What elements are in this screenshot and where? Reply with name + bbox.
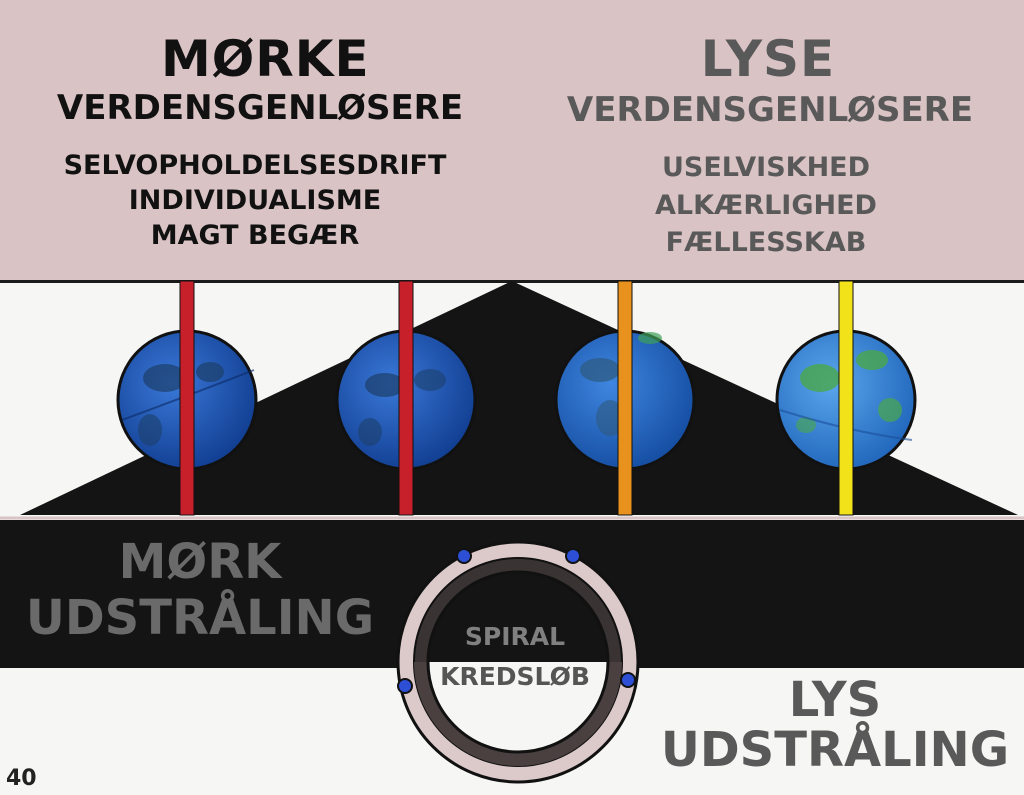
globe-axis-2 bbox=[398, 280, 414, 516]
dark-trait-3: MAGT BEGÆR bbox=[150, 220, 360, 251]
black-triangle bbox=[20, 281, 1018, 515]
orbit-label-kredslob: KREDSLØB bbox=[440, 662, 590, 691]
orbit-ring bbox=[396, 540, 640, 784]
light-radiation-line1: LYS bbox=[788, 672, 882, 728]
top-band bbox=[0, 0, 1024, 283]
dark-subtitle: VERDENSGENLØSERE bbox=[56, 88, 464, 128]
globe-axis-1 bbox=[179, 280, 195, 516]
light-title: LYSE bbox=[700, 30, 836, 88]
dark-title: MØRKE bbox=[161, 30, 370, 88]
light-radiation-line2: UDSTRÅLING bbox=[660, 722, 1010, 778]
light-trait-1: USELVISKHED bbox=[661, 152, 871, 183]
light-trait-3: FÆLLESSKAB bbox=[665, 227, 867, 258]
globe-axis-4 bbox=[838, 280, 854, 516]
dark-radiation-line2: UDSTRÅLING bbox=[25, 590, 375, 646]
globe-axis-3 bbox=[617, 280, 633, 516]
dark-trait-1: SELVOPHOLDELSESDRIFT bbox=[63, 150, 447, 181]
orbit-nodes bbox=[397, 548, 636, 694]
dark-radiation-line1: MØRK bbox=[118, 534, 282, 590]
dark-trait-2: INDIVIDUALISME bbox=[128, 185, 382, 216]
light-trait-2: ALKÆRLIGHED bbox=[655, 190, 877, 221]
orbit-label-spiral: SPIRAL bbox=[464, 622, 566, 651]
page-number: 40 bbox=[6, 766, 37, 791]
light-subtitle: VERDENSGENLØSERE bbox=[566, 90, 974, 130]
